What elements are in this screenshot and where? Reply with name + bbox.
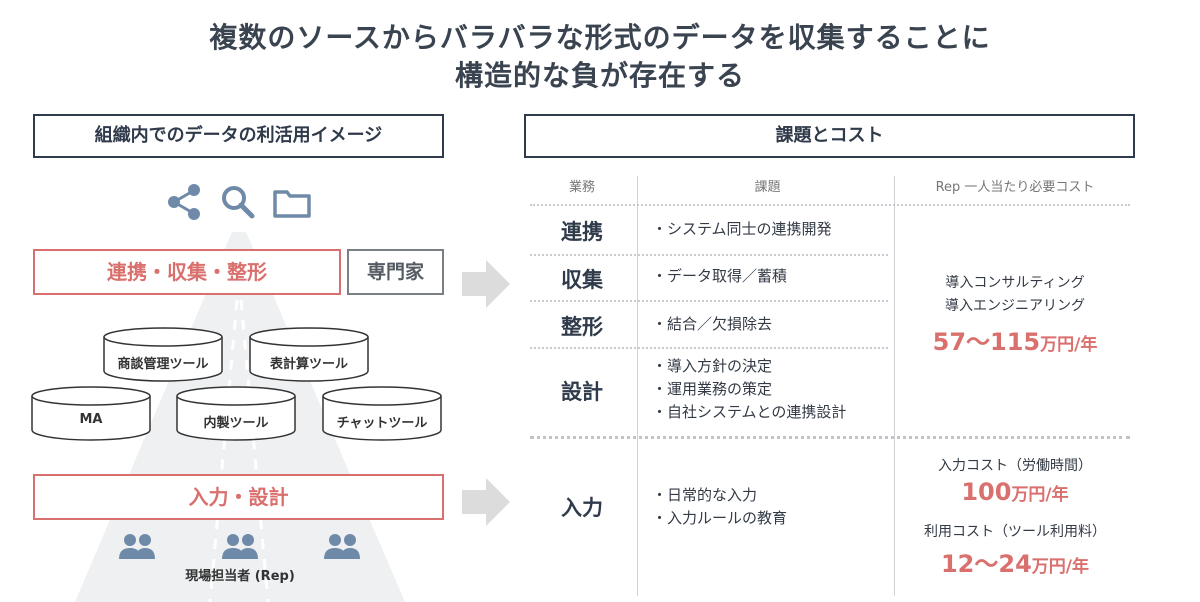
issue-item: ・導入方針の決定 (652, 357, 773, 375)
search-icon (222, 186, 255, 219)
left-panel-header: 組織内でのデータの利活用イメージ (33, 114, 444, 158)
column-divider (637, 176, 638, 596)
column-divider (894, 176, 895, 596)
share-icon (168, 184, 200, 220)
column-header-cost: Rep 一人当たり必要コスト (935, 180, 1095, 195)
cost-input-label: 入力コスト（労働時間） (938, 458, 1092, 474)
db-chat-tool: チャットツール (322, 386, 442, 442)
db-inhouse-tool: 内製ツール (176, 386, 296, 442)
cost-amount-value: 12〜24 (940, 550, 1032, 578)
cost-amount-value: 57〜115 (932, 328, 1041, 356)
row-divider (530, 436, 1130, 439)
page-title-line-2: 構造的な負が存在する (454, 59, 745, 92)
row-divider (530, 300, 888, 302)
column-header-issue: 課題 (754, 180, 781, 195)
db-label: 商談管理ツール (117, 357, 209, 372)
arrow-right-icon (462, 260, 510, 308)
people-icon (324, 534, 360, 559)
row-divider (530, 204, 1130, 206)
issue-item: ・データ取得／蓄積 (652, 267, 788, 285)
issue-item: ・運用業務の策定 (652, 380, 773, 398)
people-icon (119, 534, 155, 559)
right-panel-header: 課題とコスト (524, 114, 1135, 158)
cost-upper-line-1: 導入コンサルティング (945, 275, 1085, 291)
cost-upper-amount: 57〜115万円/年 (900, 322, 1130, 357)
row-divider (530, 347, 888, 349)
issue-item: ・結合／欠損除去 (652, 315, 773, 333)
input-design-box: 入力・設計 (33, 474, 444, 520)
db-ma: MA (31, 386, 151, 442)
cost-input-amount: 100万円/年 (900, 478, 1130, 506)
task-label: 入力 (561, 496, 603, 520)
integrate-collect-format-box: 連携・収集・整形 (33, 249, 341, 295)
task-label: 連携 (561, 220, 603, 244)
column-header-task: 業務 (568, 180, 595, 195)
db-label: 内製ツール (203, 416, 269, 431)
rep-label: 現場担当者 (Rep) (185, 569, 295, 584)
cost-amount-value: 100 (961, 478, 1012, 506)
db-label: チャットツール (336, 416, 428, 431)
issue-item: ・自社システムとの連携設計 (652, 403, 847, 421)
cost-upper-line-2: 導入エンジニアリング (945, 298, 1085, 314)
arrow-right-icon (462, 478, 510, 526)
expert-box: 専門家 (347, 249, 444, 295)
task-label: 収集 (561, 268, 603, 292)
task-label: 整形 (561, 315, 603, 339)
people-icon (222, 534, 258, 559)
issue-item: ・入力ルールの教育 (652, 509, 788, 527)
cost-usage-label: 利用コスト（ツール利用料） (924, 524, 1106, 540)
task-label: 設計 (561, 380, 603, 404)
cost-amount-unit: 万円/年 (1040, 335, 1098, 355)
row-divider (530, 254, 888, 256)
db-spreadsheet-tool: 表計算ツール (249, 327, 369, 383)
cost-amount-unit: 万円/年 (1011, 485, 1069, 505)
db-label: 表計算ツール (269, 357, 348, 372)
folder-icon (273, 190, 311, 218)
db-sales-tool: 商談管理ツール (103, 327, 223, 383)
issue-item: ・システム同士の連携開発 (652, 220, 832, 238)
cost-amount-unit: 万円/年 (1031, 557, 1089, 577)
db-label: MA (79, 412, 103, 427)
page-title-line-1: 複数のソースからバラバラな形式のデータを収集することに (209, 21, 991, 54)
issue-item: ・日常的な入力 (652, 486, 758, 504)
cost-usage-amount: 12〜24万円/年 (900, 544, 1130, 579)
